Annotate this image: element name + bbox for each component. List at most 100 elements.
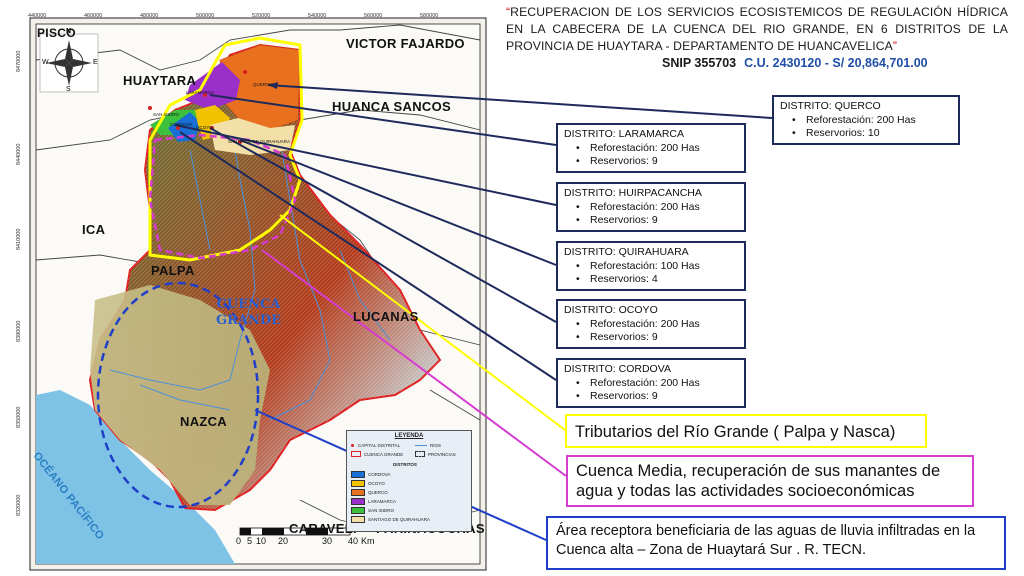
label-cordova: CORDOVA [170, 122, 193, 127]
grid-label: 500000 [196, 13, 215, 19]
scale-tick: 0 [236, 536, 242, 546]
grid-label: 520000 [252, 13, 271, 19]
scale-tick: 30 [322, 536, 333, 546]
project-cost: C.U. 2430120 - S/ 20,864,701.00 [744, 56, 928, 70]
compass-s: S [66, 86, 71, 93]
district-connectors [174, 84, 773, 381]
district-name: DISTRITO: QUIRAHUARA [564, 246, 689, 258]
grid-label: 8440000 [16, 143, 22, 165]
ocean [36, 390, 235, 564]
cuenca-label-line: GRANDE [216, 313, 282, 328]
label-ocoyo: OCOYO [196, 125, 213, 130]
district-box-cordova: DISTRITO: CORDOVA Reforestación: 200 Has… [556, 358, 746, 408]
legend-item: CAPITAL DISTRITAL [351, 443, 400, 448]
legend-label: CORDOVA [368, 472, 391, 477]
receptor-area-outline [96, 281, 260, 509]
legend-label: LARAMARCA [368, 499, 397, 504]
river-icon [415, 445, 427, 446]
grid-label: 480000 [140, 13, 159, 19]
grid-label: 580000 [420, 13, 439, 19]
scale-unit: Km [361, 536, 375, 546]
legend-title: LEYENDA [394, 433, 424, 439]
district-reforest: Reforestación: 200 Has [576, 377, 738, 391]
grid-label: 8380000 [16, 320, 22, 342]
district-reforest: Reforestación: 200 Has [576, 318, 738, 332]
district-box-huirpacancha: DISTRITO: HUIRPACANCHA Reforestación: 20… [556, 182, 746, 232]
district-reservoirs: Reservorios: 4 [576, 273, 738, 287]
legend-district: CORDOVA [351, 471, 390, 478]
district-reforest: Reforestación: 200 Has [576, 142, 738, 156]
legend-district: QUERCO [351, 489, 388, 496]
district-swatch [351, 480, 365, 487]
grid-label: 560000 [364, 13, 383, 19]
district-box-ocoyo: DISTRITO: OCOYO Reforestación: 200 HasRe… [556, 299, 746, 349]
legend-label: SANTIAGO DE QUIRAHUARA [368, 517, 431, 522]
scale-tick: 5 [247, 536, 253, 546]
district-box-quirahuara: DISTRITO: QUIRAHUARA Reforestación: 100 … [556, 241, 746, 291]
map-legend: LEYENDA CAPITAL DISTRITAL RIOS CUENCA GR… [346, 430, 472, 532]
district-name: DISTRITO: LARAMARCA [564, 128, 684, 140]
legend-item: PROVINCIAS [415, 451, 456, 457]
label-victor-fajardo: VICTOR FAJARDO [346, 36, 465, 51]
grid-label: 8320000 [16, 494, 22, 516]
legend-districts-title: DISTRITOS [393, 462, 417, 467]
legend-district: SAN ISIDRO [351, 507, 394, 514]
legend-label: OCOYO [368, 481, 385, 486]
district-reservoirs: Reservorios: 9 [576, 214, 738, 228]
nazca-valley [90, 285, 270, 505]
label-cuenca-grande: CUENCA GRANDE [216, 297, 281, 329]
project-title: “RECUPERACION DE LOS SERVICIOS ECOSISTEM… [506, 4, 1008, 55]
label-caraveli: CARAVELI [289, 521, 357, 536]
basin-icon [351, 451, 361, 457]
connector-tributarios [279, 214, 566, 431]
legend-district: OCOYO [351, 480, 385, 487]
label-querco: QUERCO [253, 82, 273, 87]
district-box-querco: DISTRITO: QUERCO Reforestación: 200 HasR… [772, 95, 960, 145]
grid-label: 8350000 [16, 406, 22, 428]
district-reservoirs: Reservorios: 10 [792, 127, 952, 141]
label-huanca-sancos: HUANCA SANCOS [332, 99, 451, 114]
legend-item: CUENCA GRANDE [351, 451, 403, 457]
scale-tick: 10 [256, 536, 267, 546]
scale-tick: 40 [348, 536, 359, 546]
label-pisco: PISCO [37, 26, 76, 40]
label-nazca: NAZCA [180, 414, 227, 429]
district-name: DISTRITO: CORDOVA [564, 363, 671, 375]
scale-tick: 20 [278, 536, 289, 546]
compass-w: W [42, 59, 49, 66]
arrowhead-querco [268, 82, 278, 89]
district-name: DISTRITO: HUIRPACANCHA [564, 187, 702, 199]
label-huaytara: HUAYTARA [123, 73, 197, 88]
district-reservoirs: Reservorios: 9 [576, 390, 738, 404]
district-name: DISTRITO: OCOYO [564, 304, 658, 316]
grid-label: 8470000 [16, 50, 22, 72]
label-san-isidro: SAN ISIDRO [153, 112, 180, 117]
district-reservoirs: Reservorios: 9 [576, 155, 738, 169]
title-text: RECUPERACION DE LOS SERVICIOS ECOSISTEMI… [506, 5, 1008, 53]
province-icon [415, 451, 425, 457]
grid-label: 460000 [84, 13, 103, 19]
label-laramarca: LARAMARCA [186, 90, 215, 95]
legend-label: SAN ISIDRO [368, 508, 395, 513]
district-reservoirs: Reservorios: 9 [576, 331, 738, 345]
label-palpa: PALPA [151, 263, 195, 278]
compass-rose [39, 33, 99, 93]
label-santiago: SANTIAGO DE QUIRAHUARA [228, 139, 291, 144]
grid-label: 540000 [308, 13, 327, 19]
legend-label: PROVINCIAS [428, 451, 456, 457]
district-reforest: Reforestación: 100 Has [576, 260, 738, 274]
district-reforest: Reforestación: 200 Has [576, 201, 738, 215]
district-swatch [351, 516, 365, 523]
district-name: DISTRITO: QUERCO [780, 100, 881, 112]
legend-label: CUENCA GRANDE [364, 451, 404, 457]
district-reforest: Reforestación: 200 Has [792, 114, 952, 128]
title-close-quote: ” [892, 39, 898, 53]
grid-label: 8410000 [16, 228, 22, 250]
upper-basin-outline [148, 36, 304, 262]
legend-label: QUERCO [368, 490, 388, 495]
label-lucanas: LUCANAS [353, 309, 419, 324]
label-ica: ICA [82, 222, 106, 237]
legend-district: SANTIAGO DE QUIRAHUARA [351, 516, 430, 523]
